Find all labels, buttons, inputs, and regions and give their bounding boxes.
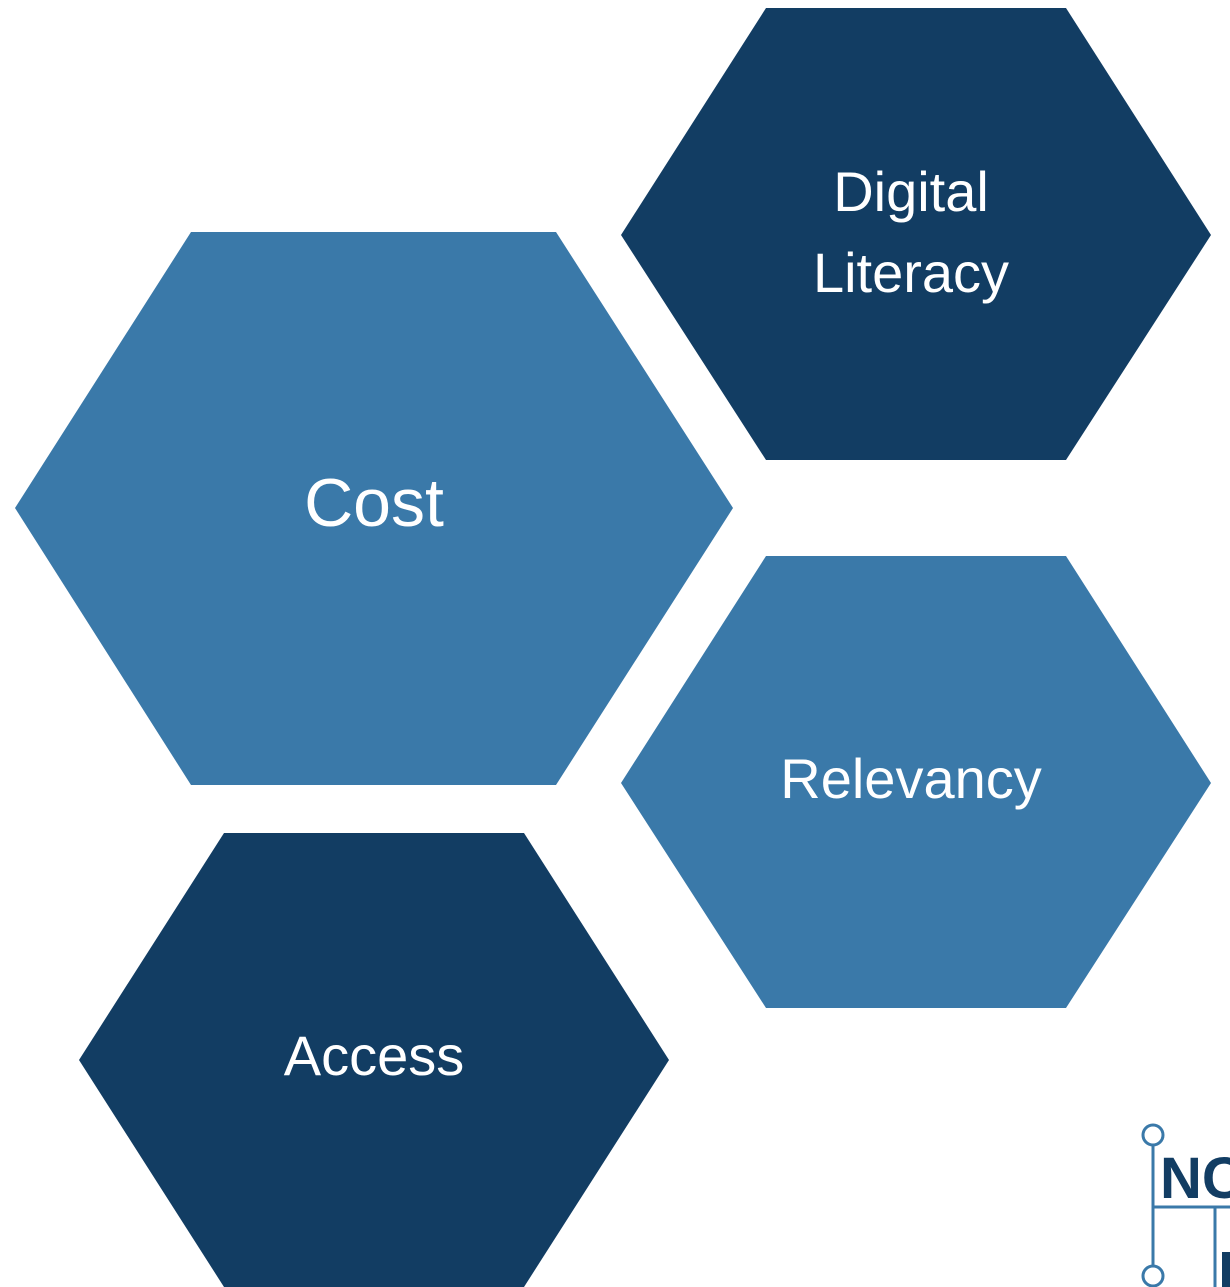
hexagon-access-label: Access [284, 1024, 465, 1087]
hexagon-cost-label: Cost [304, 465, 444, 541]
hexagon-cost: Cost [15, 232, 733, 785]
hexagon-relevancy-label: Relevancy [780, 747, 1041, 810]
hexagon-digital-literacy: Digital Literacy [621, 8, 1211, 460]
hexagon-relevancy-shape [621, 556, 1211, 1008]
hexagon-access-shape [79, 833, 669, 1287]
logo-letter-bar [1222, 1252, 1230, 1287]
hexagon-relevancy: Relevancy [621, 556, 1211, 1008]
hexagon-digital-literacy-line-1: Digital [833, 160, 989, 223]
hexagon-cost-shape [15, 232, 733, 785]
hexagon-digital-literacy-shape [621, 8, 1211, 460]
logo-text-fragment: NC [1160, 1146, 1230, 1211]
hexagon-access: Access [79, 833, 669, 1287]
logo-node-bottom [1141, 1264, 1165, 1287]
logo-node-top [1141, 1123, 1165, 1147]
hexagon-digital-literacy-line-2: Literacy [813, 241, 1009, 304]
circuit-node-logo-icon: NC [1141, 1123, 1230, 1287]
